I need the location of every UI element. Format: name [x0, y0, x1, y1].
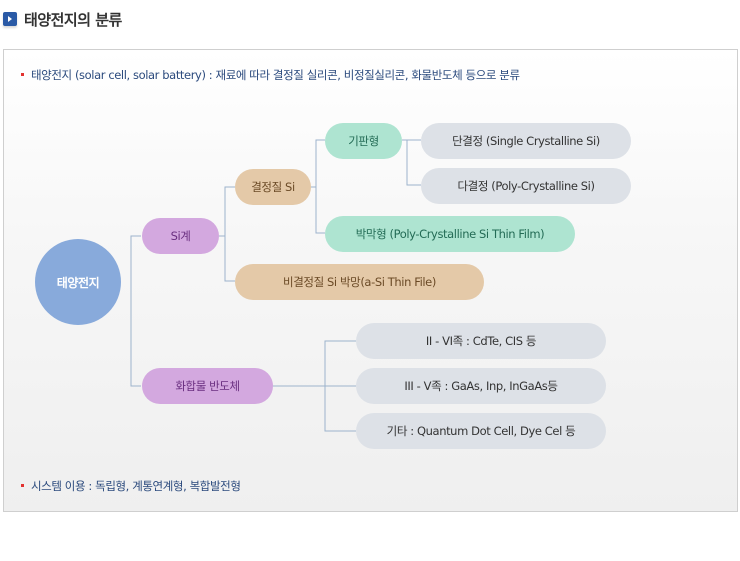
connector-root-si	[130, 235, 141, 387]
node-solar-cell: 태양전지	[35, 239, 121, 325]
node-label: 태양전지	[56, 275, 100, 290]
node-label: 비결정질 Si 박망(a-Si Thin File)	[283, 275, 436, 289]
node-iii-v: III - V족 : GaAs, Inp, InGaAs등	[356, 368, 606, 404]
node-label: 다결정 (Poly-Crystalline Si)	[457, 179, 595, 193]
connector-crystalline-branch	[315, 139, 325, 234]
node-single-crystalline: 단결정 (Single Crystalline Si)	[421, 123, 631, 159]
node-amorphous-si: 비결정질 Si 박망(a-Si Thin File)	[235, 264, 484, 300]
node-label: 기판형	[348, 134, 379, 148]
connector-substrate-branch	[402, 139, 421, 186]
note-system-usage: 시스템 이용 : 독립형, 계통연계형, 복합발전형	[21, 479, 241, 493]
node-label: 기타 : Quantum Dot Cell, Dye Cel 등	[386, 424, 576, 438]
arrow-right-icon	[3, 12, 17, 26]
node-other: 기타 : Quantum Dot Cell, Dye Cel 등	[356, 413, 606, 449]
node-si-group: Si계	[142, 218, 219, 254]
node-label: III - V족 : GaAs, Inp, InGaAs등	[404, 379, 558, 393]
node-thin-film-type: 박막형 (Poly-Crystalline Si Thin Film)	[325, 216, 575, 252]
node-ii-vi: II - VI족 : CdTe, CIS 등	[356, 323, 606, 359]
page-title: 태양전지의 분류	[24, 10, 122, 29]
node-crystalline-si: 결정질 Si	[235, 169, 311, 205]
node-label: 화합물 반도체	[175, 379, 240, 393]
node-label: Si계	[170, 229, 191, 243]
node-label: II - VI족 : CdTe, CIS 등	[425, 334, 537, 348]
node-compound-semiconductor: 화합물 반도체	[142, 368, 273, 404]
note-materials: 태양전지 (solar cell, solar battery) : 재료에 따…	[21, 68, 520, 82]
node-label: 결정질 Si	[251, 180, 295, 194]
connector-si-branch	[224, 186, 235, 282]
node-poly-crystalline: 다결정 (Poly-Crystalline Si)	[421, 168, 631, 204]
page-header: 태양전지의 분류	[3, 8, 122, 30]
node-substrate-type: 기판형	[325, 123, 402, 159]
node-label: 단결정 (Single Crystalline Si)	[452, 134, 600, 148]
node-label: 박막형 (Poly-Crystalline Si Thin Film)	[355, 227, 545, 241]
connector-compound-branch	[273, 340, 356, 432]
